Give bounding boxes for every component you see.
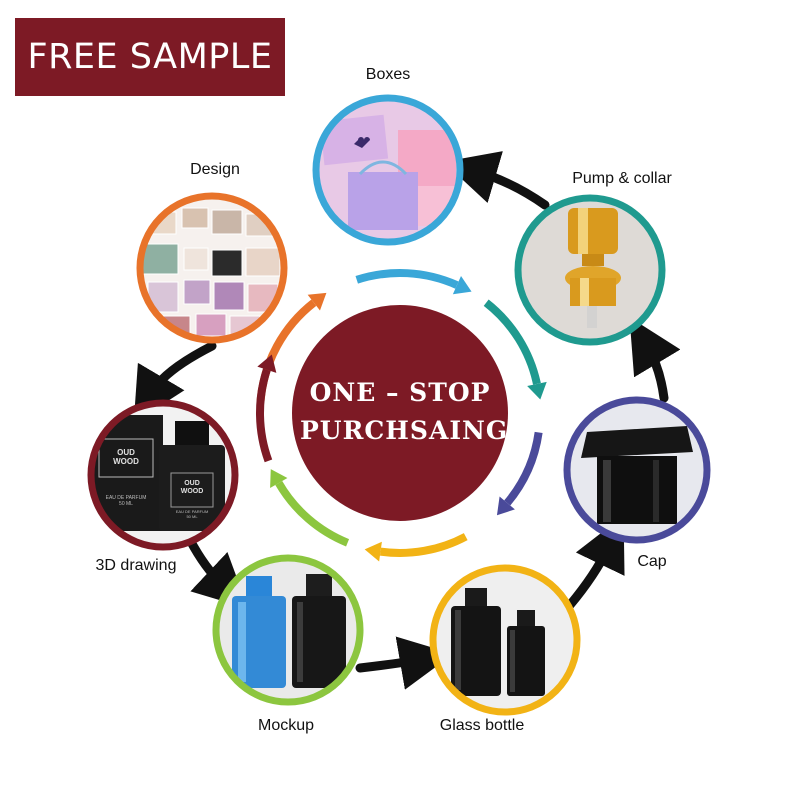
node-cap-ring xyxy=(563,396,711,544)
inner-arrow-head xyxy=(527,381,547,400)
node-design xyxy=(136,192,288,344)
node-boxes-photo xyxy=(316,98,460,242)
node-pump-photo xyxy=(518,198,662,342)
inner-arrow-shaft xyxy=(379,533,468,557)
flow-arrow-4 xyxy=(565,515,625,610)
center-title: ONE – STOP PURCHSAING xyxy=(300,374,509,450)
inner-arrow-shaft xyxy=(355,269,459,289)
node-drawing-ring xyxy=(87,399,239,551)
inner-arrow-shaft xyxy=(256,368,273,463)
node-mockup-ring xyxy=(212,554,364,706)
node-mockup-photo xyxy=(216,558,360,702)
flow-arrow-3 xyxy=(355,636,454,690)
inner-arrow-3 xyxy=(483,299,547,400)
flow-arrow-1 xyxy=(133,341,217,423)
node-mockup xyxy=(212,554,364,706)
node-label-cap: Cap xyxy=(637,553,667,570)
node-glass xyxy=(429,564,581,716)
inner-arrow-head xyxy=(257,354,277,373)
inner-arrow-7 xyxy=(256,354,277,463)
flow-arrow-5 xyxy=(629,317,681,403)
flow-arrow-2 xyxy=(185,535,249,609)
inner-arrow-head xyxy=(364,541,382,562)
outer-flow-arrows xyxy=(133,151,681,690)
node-pump-ring xyxy=(514,194,666,346)
free-sample-badge: FREE SAMPLE xyxy=(15,18,285,96)
inner-arrow-4 xyxy=(496,431,543,516)
free-sample-text: FREE SAMPLE xyxy=(27,37,273,77)
node-pump xyxy=(514,194,666,346)
inner-colored-arrows xyxy=(256,269,547,562)
node-boxes xyxy=(312,94,464,246)
inner-arrow-head xyxy=(307,292,327,311)
node-design-photo xyxy=(140,196,284,340)
inner-arrow-shaft xyxy=(504,431,543,506)
node-label-boxes: Boxes xyxy=(365,66,411,83)
node-glass-ring xyxy=(429,564,581,716)
node-label-pump: Pump & collar xyxy=(572,170,672,187)
inner-arrow-head xyxy=(452,275,472,295)
node-boxes-ring xyxy=(312,94,464,246)
flow-arrow-6 xyxy=(443,151,550,210)
center-circle xyxy=(292,305,508,521)
node-cap xyxy=(563,396,711,544)
node-design-ring xyxy=(136,192,288,344)
node-label-mockup: Mockup xyxy=(257,717,315,734)
inner-arrow-shaft xyxy=(275,480,350,547)
inner-arrow-6 xyxy=(270,469,350,547)
node-cap-photo xyxy=(567,400,707,540)
node-label-glass: Glass bottle xyxy=(439,717,525,734)
center-title-line2: PURCHSAING xyxy=(300,416,509,445)
inner-arrow-head xyxy=(496,496,515,516)
inner-arrow-head xyxy=(270,469,288,488)
center-title-line1: ONE – STOP xyxy=(309,378,491,407)
inner-arrow-shaft xyxy=(483,299,541,385)
inner-arrow-2 xyxy=(355,269,472,295)
inner-arrow-5 xyxy=(364,533,468,562)
node-label-design: Design xyxy=(190,161,240,178)
node-label-drawing: 3D drawing xyxy=(95,557,177,574)
node-glass-photo xyxy=(433,568,577,712)
